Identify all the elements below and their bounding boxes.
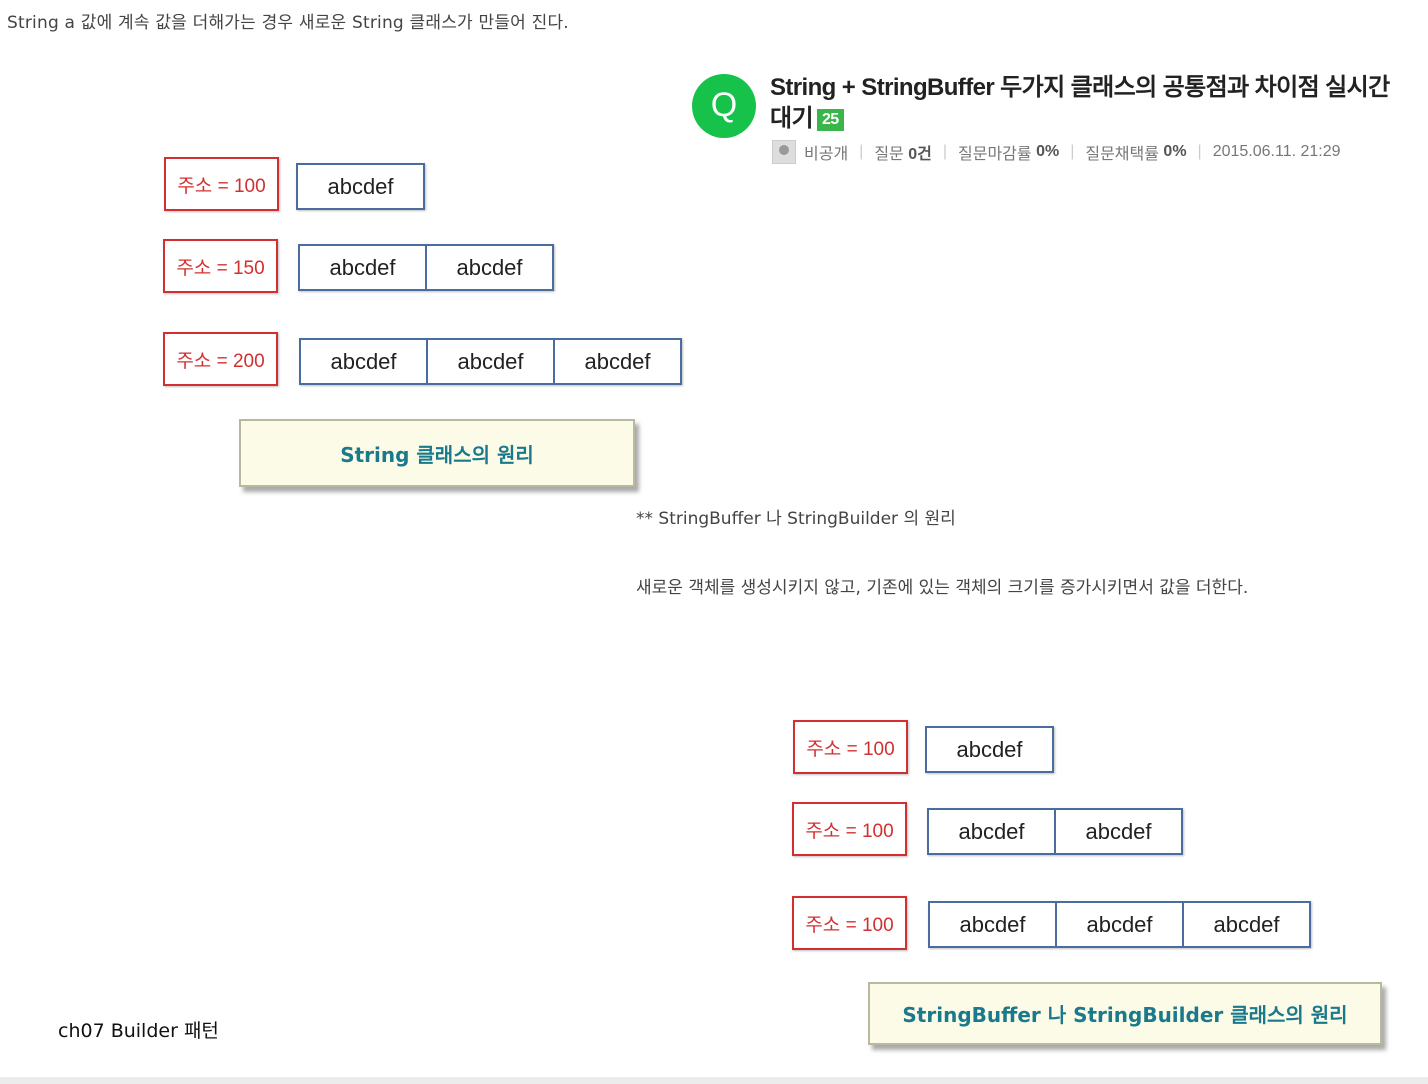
intro-text: String a 값에 계속 값을 더해가는 경우 새로운 String 클래스… [7, 13, 569, 33]
memory-cells: abcdef abcdef abcdef [928, 901, 1311, 948]
question-meta: 비공개 | 질문 0건 | 질문마감률 0% | 질문채택률 0% | 2015… [772, 140, 1341, 164]
diagram-caption: StringBuffer 나 StringBuilder 클래스의 원리 [868, 982, 1382, 1045]
close-rate-label: 질문마감률 [958, 146, 1032, 163]
memory-cell: abcdef [959, 911, 1026, 937]
address-box: 주소 = 100 [164, 157, 279, 211]
adopt-rate-label: 질문채택률 [1085, 146, 1159, 163]
memory-cells: abcdef [296, 163, 425, 210]
memory-cell: abcdef [956, 736, 1023, 762]
avatar-icon [772, 140, 796, 164]
question-badge: 25 [816, 109, 844, 131]
memory-cells: abcdef abcdef abcdef [299, 338, 682, 385]
memory-cell: abcdef [329, 254, 396, 280]
meta-divider: | [1197, 143, 1202, 160]
adopt-rate-value: 0% [1163, 143, 1187, 160]
bottom-scroll-bar [0, 1077, 1428, 1084]
memory-cell: abcdef [1182, 903, 1309, 946]
question-title[interactable]: String + StringBuffer 두가지 클래스의 공통점과 차이점 … [770, 72, 1390, 134]
footer-text: ch07 Builder 패턴 [58, 1020, 219, 1042]
memory-cell: abcdef [330, 348, 397, 374]
section-description: 새로운 객체를 생성시키지 않고, 기존에 있는 객체의 크기를 증가시키면서 … [636, 578, 1249, 598]
meta-divider: | [1070, 143, 1075, 160]
questions-value: 0건 [908, 146, 932, 163]
question-q-icon: Q [692, 74, 756, 138]
memory-cell: abcdef [1054, 810, 1181, 853]
memory-cell: abcdef [1055, 903, 1182, 946]
address-box: 주소 = 100 [792, 896, 907, 950]
section-heading: ** StringBuffer 나 StringBuilder 의 원리 [636, 509, 956, 529]
address-box: 주소 = 200 [163, 332, 278, 386]
memory-cell: abcdef [958, 818, 1025, 844]
diagram-caption: String 클래스의 원리 [239, 419, 635, 487]
question-title-text[interactable]: String + StringBuffer 두가지 클래스의 공통점과 차이점 … [770, 74, 1390, 132]
address-box: 주소 = 100 [792, 802, 907, 856]
memory-cell: abcdef [425, 246, 552, 289]
address-box: 주소 = 100 [793, 720, 908, 774]
memory-cells: abcdef [925, 726, 1054, 773]
author-name[interactable]: 비공개 [804, 146, 849, 163]
memory-cell: abcdef [426, 340, 553, 383]
memory-cell: abcdef [327, 173, 394, 199]
close-rate-value: 0% [1036, 143, 1060, 160]
memory-cells: abcdef abcdef [927, 808, 1183, 855]
meta-divider: | [942, 143, 948, 160]
meta-divider: | [859, 143, 864, 160]
memory-cell: abcdef [553, 340, 680, 383]
address-box: 주소 = 150 [163, 239, 278, 293]
question-date: 2015.06.11. 21:29 [1212, 143, 1341, 160]
memory-cells: abcdef abcdef [298, 244, 554, 291]
questions-label: 질문 [874, 146, 904, 163]
